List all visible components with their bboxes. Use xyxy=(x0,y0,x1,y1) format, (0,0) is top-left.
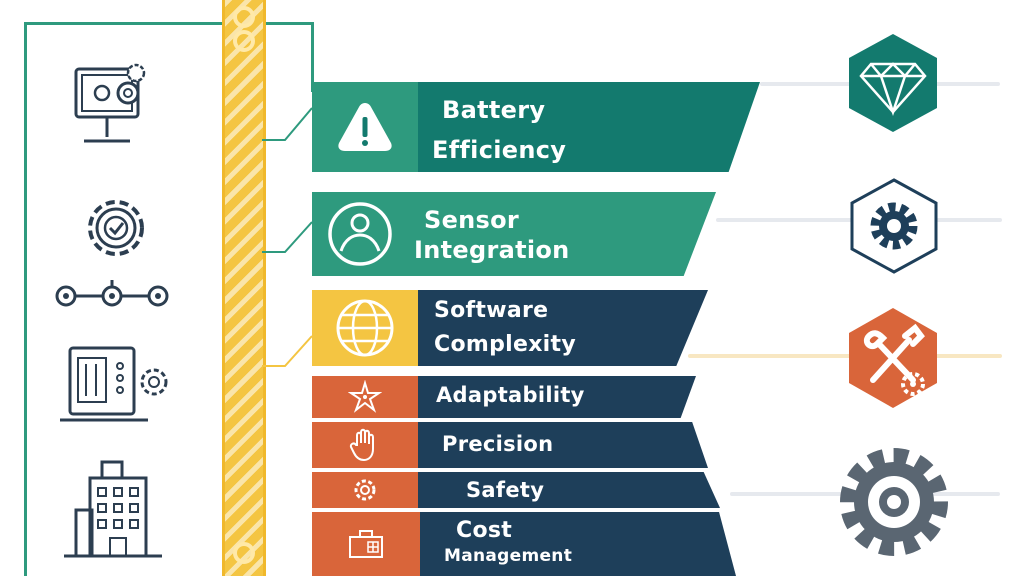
band-adaptability: Adaptability xyxy=(312,376,696,418)
frame-left-line xyxy=(24,22,27,576)
band-label-line2: Complexity xyxy=(434,332,576,357)
band-safety: Safety xyxy=(312,472,720,508)
frame-top-line xyxy=(24,22,314,25)
tools-hex-icon xyxy=(849,308,937,408)
band-label-line1: Precision xyxy=(442,432,554,456)
globe-icon xyxy=(336,299,394,357)
pattern-circle-mid xyxy=(233,30,255,52)
connector-sensor xyxy=(262,221,313,253)
warning-icon xyxy=(338,103,392,151)
band-label-line1: Sensor xyxy=(424,206,520,234)
computer-gear-icon xyxy=(74,63,146,143)
control-panel-icon xyxy=(60,346,168,422)
band-label-line1: Cost xyxy=(456,518,513,543)
band-label-line1: Adaptability xyxy=(436,383,585,407)
band-label-line2: Efficiency xyxy=(432,136,567,164)
band-software-complexity: Software Complexity xyxy=(312,290,708,366)
pattern-circle-top xyxy=(233,6,255,28)
pattern-circle-bottom xyxy=(233,542,255,564)
user-circle-icon xyxy=(328,202,392,266)
frame-right-line xyxy=(311,22,314,92)
briefcase-icon xyxy=(349,530,383,558)
band-icon-box xyxy=(312,192,408,276)
hand-icon xyxy=(349,428,374,462)
band-sensor-integration: Sensor Integration xyxy=(312,192,716,276)
band-icon-box xyxy=(312,376,418,418)
starfish-icon xyxy=(348,380,382,413)
band-label-line1: Safety xyxy=(466,478,545,502)
diamond-hex-icon xyxy=(849,34,937,132)
connector-battery xyxy=(262,107,313,141)
band-icon-box xyxy=(312,422,418,468)
band-battery-efficiency: Battery Efficiency xyxy=(312,82,760,172)
band-label-line1: Software xyxy=(434,298,549,323)
right-line-3 xyxy=(688,354,1002,358)
node-chain-icon xyxy=(55,280,169,307)
band-label-line1: Battery xyxy=(442,96,546,124)
band-icon-box xyxy=(312,512,420,576)
connector-software xyxy=(262,335,313,367)
gear-check-icon xyxy=(88,200,144,256)
large-gear-icon xyxy=(840,448,948,556)
building-icon xyxy=(64,460,162,558)
band-icon-box xyxy=(312,290,418,366)
band-icon-box xyxy=(312,472,418,508)
band-precision: Precision xyxy=(312,422,708,468)
band-cost-management: Cost Management xyxy=(312,512,736,576)
band-icon-box xyxy=(312,82,418,172)
gear-hex-icon xyxy=(850,178,938,274)
yellow-pattern-bar xyxy=(222,0,266,576)
band-label-line2: Management xyxy=(444,546,573,566)
cog-icon xyxy=(354,479,376,501)
band-label-line2: Integration xyxy=(414,236,570,264)
